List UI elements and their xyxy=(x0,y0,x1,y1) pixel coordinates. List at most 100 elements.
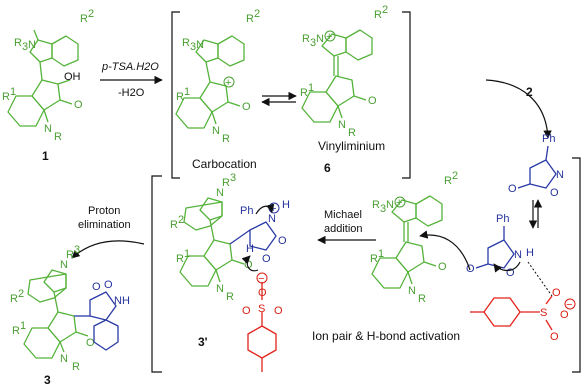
int3p-pz-N: N xyxy=(268,213,276,225)
carbocation-R1-sup: 1 xyxy=(184,86,190,98)
compound-2-Ph: Ph xyxy=(542,133,555,145)
ion-pair-caption: Ion pair & H-bond activation xyxy=(312,329,460,343)
vinyliminium-R2: R xyxy=(374,9,382,21)
vinyliminium-N1: N xyxy=(316,33,324,45)
vinyliminium-R1-sup: 1 xyxy=(308,82,314,94)
step1-reagent: p-TSA.H2O xyxy=(101,61,159,73)
product-3-R2: R xyxy=(10,293,18,305)
compound-1-number: 1 xyxy=(42,149,49,163)
ion-pair-R2: R xyxy=(444,175,452,187)
vinyliminium-structure xyxy=(301,29,373,123)
ion-pair-R2-sup: 2 xyxy=(452,170,458,182)
proton-label-1: Proton xyxy=(88,205,120,217)
product-3-R: R xyxy=(72,361,80,373)
int3p-R2-sup: 2 xyxy=(178,214,184,226)
carbocation-charge-circle xyxy=(223,76,235,88)
int3p-tos-O3: O xyxy=(274,305,283,317)
compound-1-R-label: R xyxy=(54,131,62,143)
int3p-arrow-1 xyxy=(255,203,275,215)
int3p-R: R xyxy=(226,291,234,303)
compound-1-R2-label: R xyxy=(80,13,88,25)
ion-pair-charge-circle xyxy=(394,196,406,208)
int3p-S: S xyxy=(258,303,265,315)
compound-1-R3-sup: 3 xyxy=(22,41,28,53)
ion-pair-pz-O2: O xyxy=(466,263,475,275)
michael-label-2: addition xyxy=(324,223,363,235)
vinyliminium-N2: N xyxy=(338,119,346,131)
ion-pair-tos-O1: O xyxy=(552,287,561,299)
compound-1-N-oxindole: N xyxy=(44,123,52,135)
ion-pair-pz-N: N xyxy=(514,249,522,261)
compound-1-O: O xyxy=(74,99,83,111)
product-3-pz-O2: O xyxy=(104,279,113,291)
vinyliminium-R2-sup: 2 xyxy=(382,4,388,16)
compound-2-N: N xyxy=(556,169,564,181)
int3p-pz-O2: O xyxy=(262,253,271,265)
bracket-right-2 xyxy=(572,157,581,373)
product-3-N2: N xyxy=(60,353,68,365)
ion-pair-R3-sup: 3 xyxy=(380,203,386,215)
int3p-R3: R xyxy=(222,177,230,189)
product-3-R1: R xyxy=(12,325,20,337)
product-3-oxindole xyxy=(23,311,89,359)
int3p-N1: N xyxy=(216,187,224,199)
compound-1-structure xyxy=(7,29,79,127)
bracket-left-3 xyxy=(151,175,162,373)
product-3-O: O xyxy=(86,337,95,349)
vinyliminium-plus: + xyxy=(326,31,332,43)
carbocation-N2: N xyxy=(212,125,220,137)
int3p-R1: R xyxy=(176,253,184,265)
step1-byproduct: -H2O xyxy=(118,87,145,99)
ion-pair-vinyliminium xyxy=(371,195,443,289)
ion-pair-minus: − xyxy=(566,299,572,311)
ion-pair-nh-arrow xyxy=(493,261,521,273)
compound-1-R2-sup: 2 xyxy=(88,8,94,20)
carbocation-N1: N xyxy=(196,39,204,51)
int3p-R1-sup: 1 xyxy=(184,248,190,260)
product-3-N1: N xyxy=(60,259,68,271)
product-3-R3: R xyxy=(66,249,74,261)
ion-pair-R: R xyxy=(418,293,426,305)
ion-pair-R3: R xyxy=(372,199,380,211)
product-3-pz-O: O xyxy=(92,281,101,293)
int3p-R3-sup: 3 xyxy=(230,172,236,184)
compound-1-N-indole: N xyxy=(28,39,36,51)
reagent-2-label: 2 xyxy=(526,85,533,99)
intermediate-3prime-indole xyxy=(183,197,223,241)
vinyliminium-R: R xyxy=(348,127,356,139)
compound-2-O-ring: O xyxy=(550,187,559,199)
int3p-O: O xyxy=(244,259,253,271)
ion-pair-tos-O2: O xyxy=(550,331,559,343)
ion-pair-R1: R xyxy=(370,253,378,265)
carbocation-structure xyxy=(175,35,245,129)
int3p-N2: N xyxy=(216,283,224,295)
intermediate-3prime-number: 3' xyxy=(198,335,208,349)
product-3-R1-sup: 1 xyxy=(20,320,26,332)
vinyliminium-R3: R xyxy=(302,33,310,45)
int3p-H: H xyxy=(246,243,254,255)
compound-6-number: 6 xyxy=(324,161,331,175)
int3p-pz-H: H xyxy=(282,199,290,211)
vinyliminium-R1: R xyxy=(300,87,308,99)
intermediate-3prime-pyrazolone xyxy=(229,221,277,251)
product-3-R3-sup: 3 xyxy=(74,244,80,256)
ion-pair-pyrazolone xyxy=(475,226,515,269)
ion-pair-plus: + xyxy=(396,197,402,209)
ion-pair-tos-O3: O xyxy=(560,309,569,321)
int3p-minus-circle xyxy=(256,272,268,284)
ion-pair-R1-sup: 1 xyxy=(378,248,384,260)
compound-1-R3-label: R xyxy=(14,37,22,49)
int3p-tos-O1: O xyxy=(258,287,267,299)
vinyliminium-O: O xyxy=(368,95,377,107)
ion-pair-minus-circle xyxy=(564,298,576,310)
ion-pair-N1: N xyxy=(386,199,394,211)
proton-label-2: elimination xyxy=(78,219,131,231)
carbocation-O: O xyxy=(242,101,251,113)
compound-2-structure xyxy=(517,145,557,189)
product-3-pyrazolone xyxy=(74,291,119,351)
int3p-tos-O2: O xyxy=(242,305,251,317)
ion-pair-N2: N xyxy=(408,285,416,297)
product-3-indole xyxy=(27,269,67,313)
ion-pair-pz-H: H xyxy=(526,247,534,259)
